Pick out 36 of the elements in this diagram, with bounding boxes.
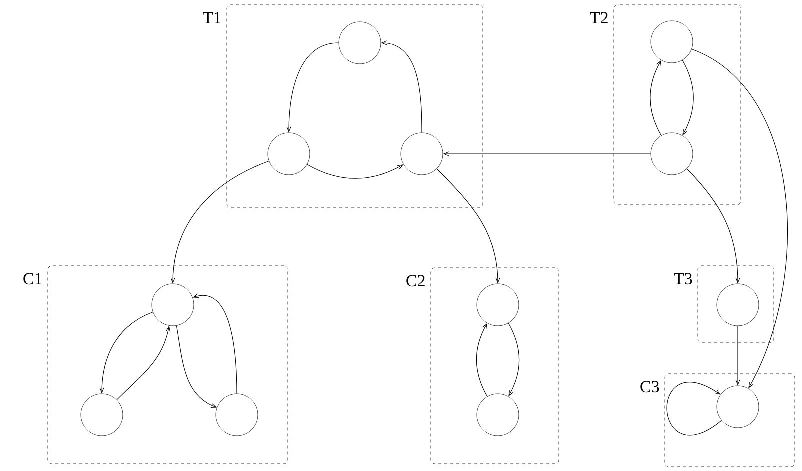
arrow (508, 323, 520, 397)
arrow (443, 152, 652, 156)
box-label: T1 (203, 12, 221, 24)
state-circle (716, 386, 760, 428)
state-circle (80, 394, 124, 436)
box-label: C1 (24, 273, 42, 285)
arrow (666, 382, 722, 436)
box-label: C3 (640, 381, 660, 393)
arrow (682, 60, 694, 136)
state-circle (476, 284, 520, 326)
state-circle (716, 284, 760, 326)
arrow (692, 48, 788, 389)
arrow (436, 168, 500, 284)
arrow (736, 326, 740, 386)
arrow (686, 168, 740, 284)
state-circle (216, 394, 258, 436)
state-circle (152, 284, 194, 326)
arrow (286, 42, 340, 133)
box-label: C2 (406, 275, 425, 287)
arrow (381, 40, 422, 134)
arrow (307, 164, 404, 180)
arrow (100, 312, 154, 394)
arrow (116, 326, 171, 400)
state-circle (268, 132, 310, 176)
state-circle (400, 132, 444, 176)
box-label: T2 (590, 12, 608, 24)
arrow (176, 326, 218, 408)
box-label: T3 (674, 273, 692, 285)
arrow (650, 60, 662, 136)
state-circle (338, 22, 382, 64)
arrow (476, 323, 488, 397)
state-circle (650, 20, 694, 64)
arrow (170, 160, 270, 284)
state-circle (476, 394, 520, 436)
state-circle (650, 132, 694, 176)
arrow (192, 294, 238, 394)
